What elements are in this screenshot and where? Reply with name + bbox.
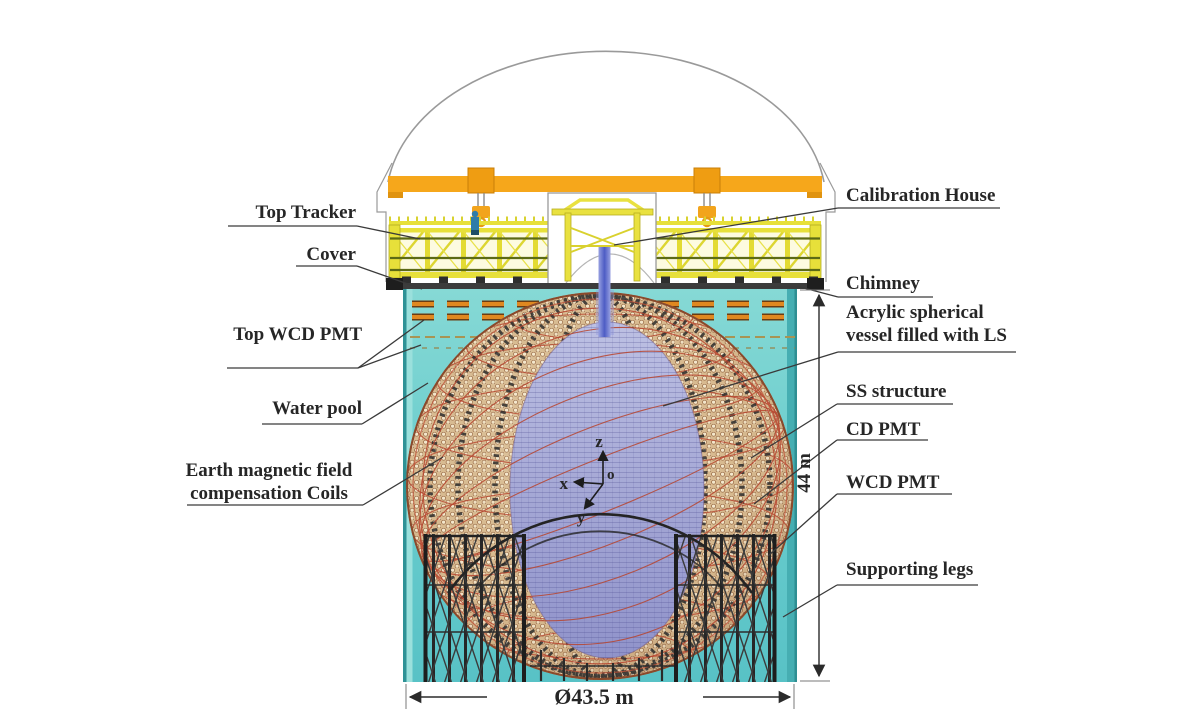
supporting-legs-right	[674, 534, 777, 682]
label-acrylic-line2: vessel filled with LS	[846, 325, 1007, 346]
axis-x-arrow	[572, 477, 604, 489]
label-earth-coils-line2: compensation Coils	[190, 483, 348, 504]
calibration-gantry	[551, 198, 654, 282]
label-supporting-legs: Supporting legs	[846, 559, 974, 580]
chimney-shaft	[596, 247, 614, 337]
label-ss-structure: SS structure	[846, 381, 947, 402]
leg-support-rails	[446, 512, 754, 594]
axis-y-label: y	[577, 508, 586, 527]
dimension-diameter	[405, 684, 795, 709]
worker-figure	[471, 210, 479, 235]
label-wcd-pmt: WCD PMT	[846, 472, 940, 493]
crane-hook-right	[698, 206, 716, 218]
dimension-diameter-label: Ø43.5 m	[554, 684, 633, 709]
label-cd-pmt: CD PMT	[846, 419, 921, 440]
crane-beam	[388, 176, 822, 192]
supporting-legs-left	[423, 534, 526, 682]
crane-trolley-left	[467, 167, 495, 194]
dimension-height	[800, 289, 830, 682]
compensation-coils-tilted	[419, 307, 781, 665]
label-earth-coils-line1: Earth magnetic field	[185, 460, 353, 481]
label-top-tracker: Top Tracker	[255, 202, 356, 223]
label-calibration-house: Calibration House	[846, 185, 996, 206]
axis-z-label: z	[595, 432, 603, 451]
label-water-pool: Water pool	[272, 398, 362, 419]
acrylic-vessel	[509, 321, 705, 659]
axis-x-label: x	[560, 474, 569, 493]
supporting-legs-center	[530, 650, 674, 681]
crane-hook-cables	[477, 193, 711, 206]
cavern-dome-outline	[376, 50, 836, 282]
coordinate-axes	[572, 449, 609, 510]
crane-trolley-right	[693, 167, 721, 194]
dimension-height-label: 44 m	[794, 453, 815, 493]
label-acrylic-line1: Acrylic spherical	[846, 302, 984, 323]
label-chimney: Chimney	[846, 273, 920, 294]
label-top-wcd-pmt: Top WCD PMT	[233, 324, 362, 345]
label-earth-coils: Earth magnetic field compensation Coils	[172, 459, 366, 505]
label-cover: Cover	[306, 244, 356, 265]
axis-origin-label: o	[607, 467, 615, 483]
label-acrylic-vessel: Acrylic spherical vessel filled with LS	[846, 301, 1007, 347]
axis-y-arrow	[583, 483, 604, 510]
